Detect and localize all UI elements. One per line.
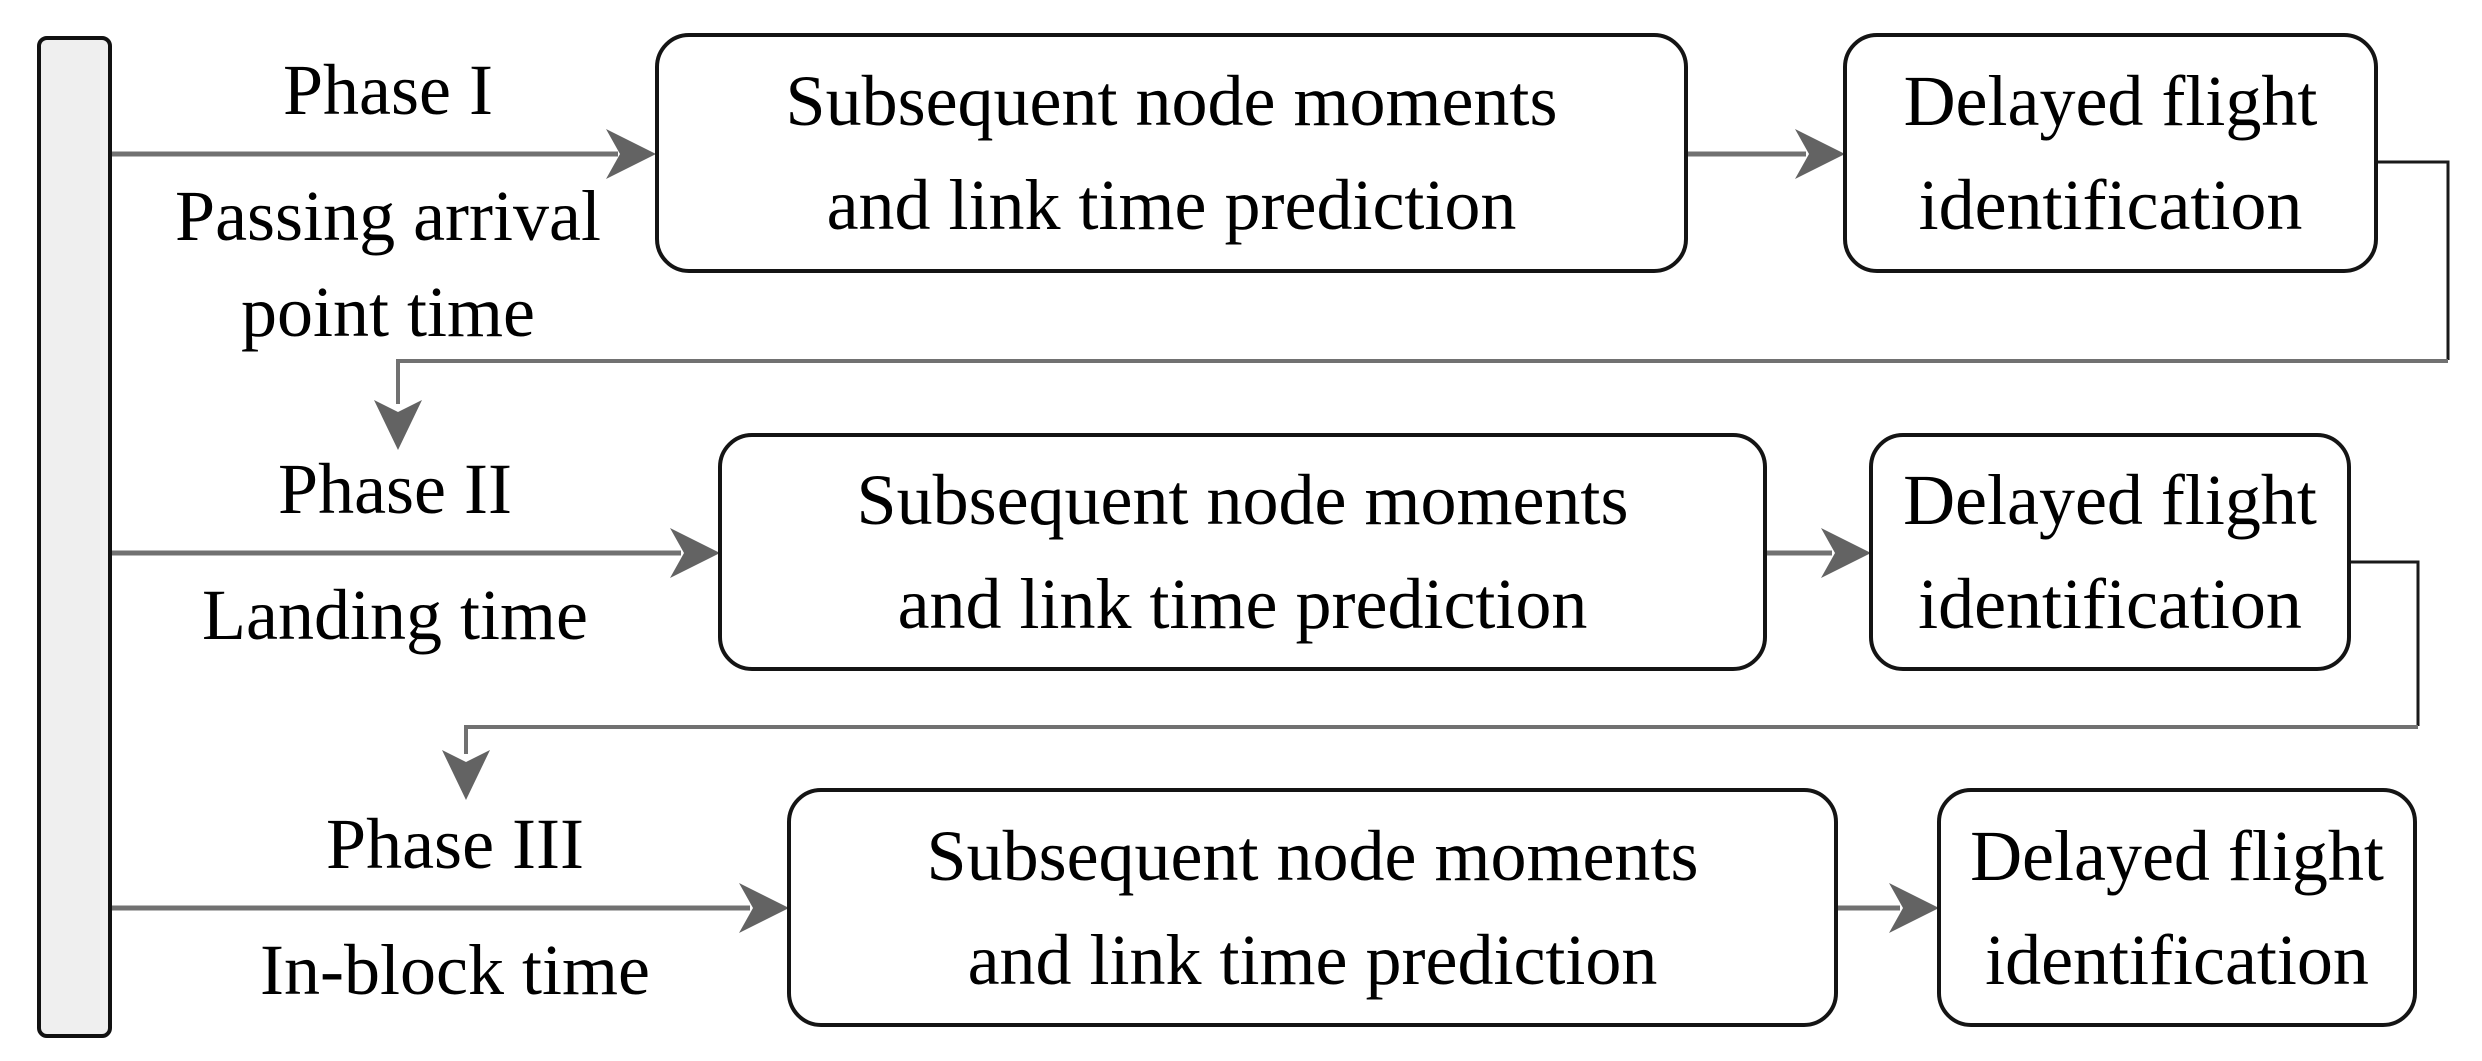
process-timeline-bar (37, 36, 112, 1038)
phase-3-identification-line-1: Delayed flight (1970, 815, 2384, 896)
phase-1-description: Passing arrival point time (38, 168, 738, 360)
phase-1-prediction-box: Subsequent node moments and link time pr… (655, 33, 1688, 273)
arrow-predict-to-identify-3-head (1889, 883, 1939, 933)
phase-1-label: Phase I (283, 50, 493, 130)
arrow-predict-to-identify-1-head (1795, 129, 1845, 179)
phase-1-prediction-line-2: and link time prediction (826, 165, 1517, 245)
phase-1-prediction-line-1: Subsequent node moments (785, 61, 1558, 141)
arrow-bar-to-predict-2-head (670, 528, 720, 578)
phase-3-description-line-1: In-block time (260, 930, 650, 1010)
arrow-bar-to-predict-1-head (606, 129, 656, 179)
phase-2-identification-box: Delayed flight identification (1869, 433, 2351, 671)
phase-2-prediction-line-1: Subsequent node moments (856, 460, 1629, 540)
feedback-down-arrow-2-head (442, 750, 490, 800)
phase-3-prediction-box: Subsequent node moments and link time pr… (787, 788, 1838, 1027)
phase-1-description-line-1: Passing arrival (175, 176, 601, 256)
feedback-down-arrow-1-head (374, 400, 422, 450)
phase-2-identification-line-1: Delayed flight (1903, 460, 2317, 540)
phase-3-identification-line-2: identification (1985, 919, 2369, 1000)
feedback-line-1 (396, 359, 2448, 404)
phase-2-description: Landing time (45, 567, 745, 663)
phase-3-identification-box: Delayed flight identification (1937, 788, 2417, 1027)
phase-2-description-line-1: Landing time (202, 575, 588, 655)
phase-3-prediction-line-2: and link time prediction (967, 919, 1658, 1000)
phase-3-label: Phase III (326, 804, 584, 884)
phase-2-prediction-box: Subsequent node moments and link time pr… (718, 433, 1767, 671)
phase-1-identification-line-1: Delayed flight (1903, 61, 2318, 141)
phase-2-identification-line-2: identification (1918, 564, 2302, 644)
phase-2-prediction-line-2: and link time prediction (897, 564, 1588, 644)
phase-1-description-line-2: point time (241, 272, 535, 352)
phase-3-prediction-line-1: Subsequent node moments (926, 815, 1699, 896)
phase-3-description: In-block time (105, 922, 805, 1018)
feedback-line-2 (464, 725, 2418, 754)
connector-identify-1-elbow (2378, 160, 2450, 360)
arrow-bar-to-predict-3-head (739, 883, 789, 933)
connector-identify-2-elbow (2351, 560, 2420, 726)
phase-1-identification-box: Delayed flight identification (1843, 33, 2378, 273)
phase-2-label: Phase II (278, 449, 512, 529)
phase-1-identification-line-2: identification (1918, 165, 2303, 245)
arrow-predict-to-identify-2-head (1821, 528, 1871, 578)
